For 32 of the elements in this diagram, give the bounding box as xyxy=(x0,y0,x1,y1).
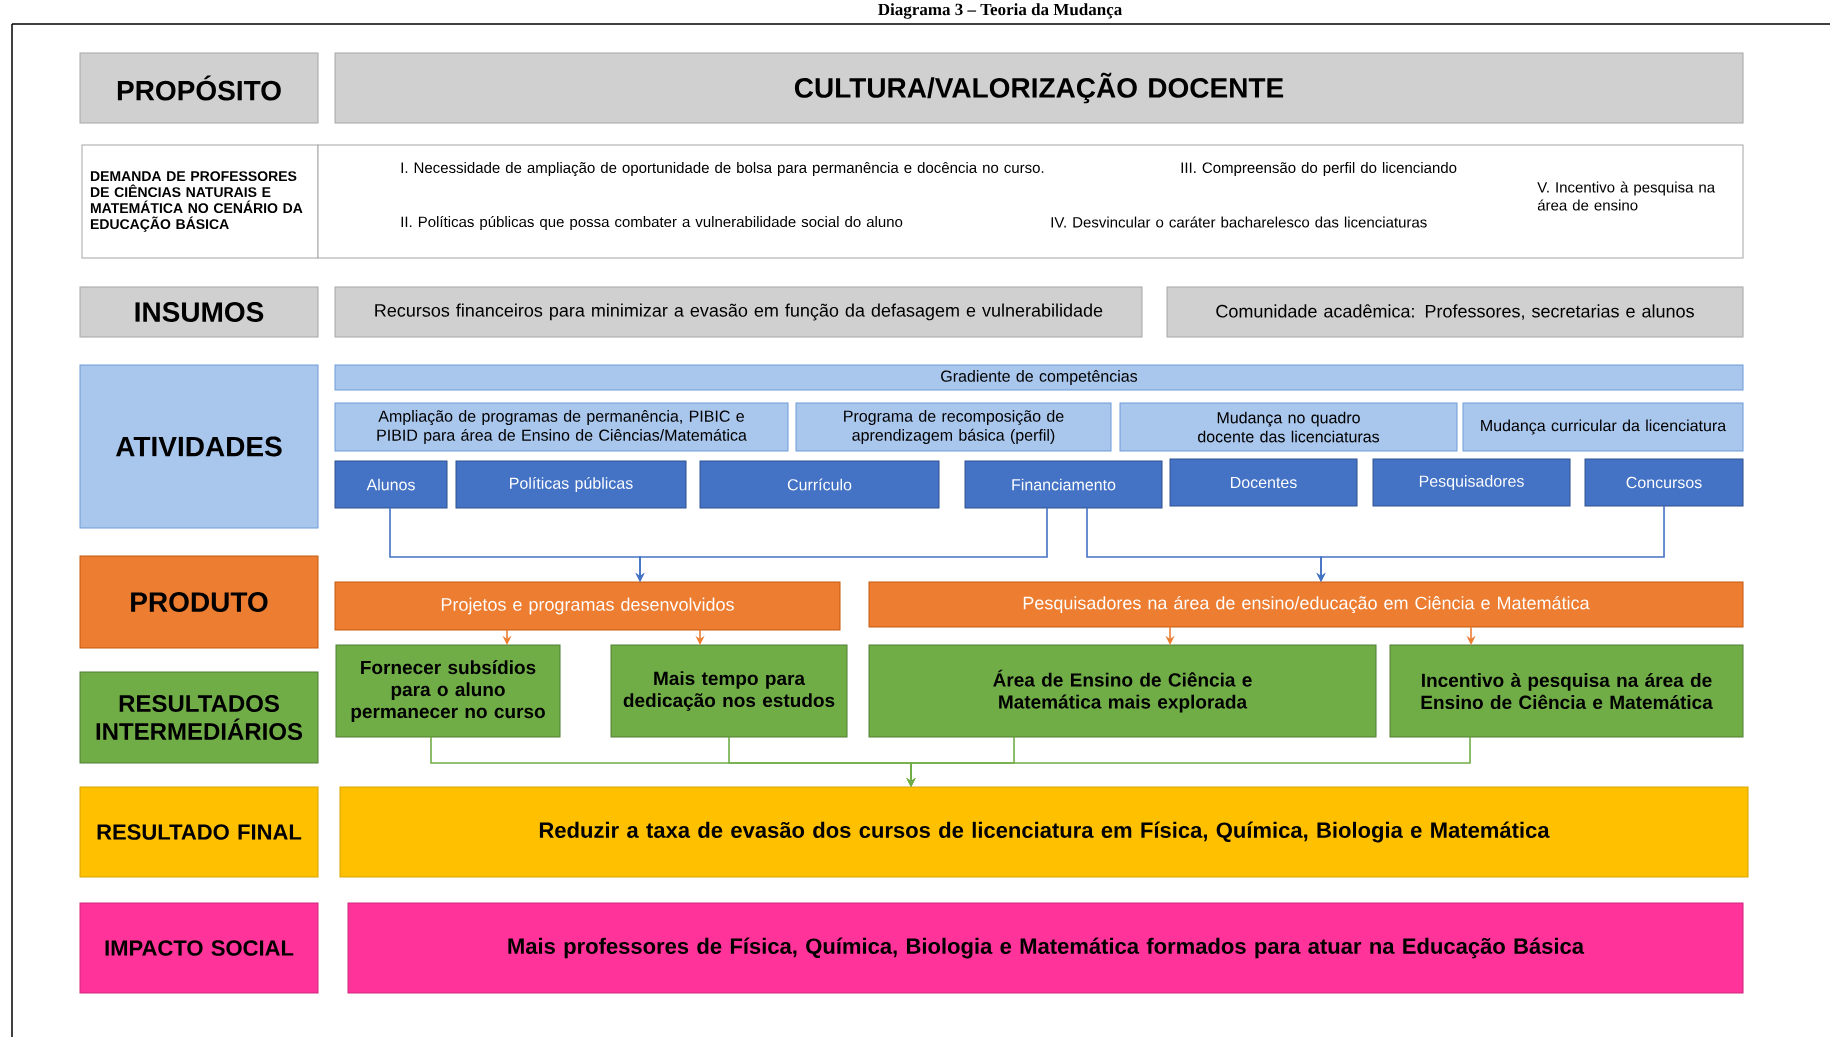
process-box: Políticas públicas xyxy=(455,460,687,509)
process-box: Concursos xyxy=(1584,458,1744,507)
process-box: Comunidade acadêmica: Professores, secretarias e alunos xyxy=(1166,286,1744,338)
process-box: Projetos e programas desenvolvidos xyxy=(334,581,841,631)
process-box: Pesquisadores na área de ensino/educação em Ciência e Matemática xyxy=(868,581,1744,628)
process-box: RESULTADO FINAL xyxy=(79,786,319,878)
process-box: PRODUTO xyxy=(79,555,319,649)
text-box: DEMANDA DE PROFESSORES DE CIÊNCIAS NATURAIS E MATEMÁTICA NO CENÁRIO DA EDUCAÇÃO BÁSICA xyxy=(81,144,319,259)
process-box: Docentes xyxy=(1169,458,1358,507)
heading-banner: CULTURA/VALORIZAÇÃO DOCENTE xyxy=(334,52,1744,124)
process-box: Área de Ensino de Ciência e Matemática mais explorada xyxy=(868,644,1377,738)
process-box: Mais tempo para dedicação nos estudos xyxy=(610,644,848,738)
process-box: Financiamento xyxy=(964,460,1163,509)
process-box: PROPÓSITO xyxy=(79,52,319,124)
process-box: Ampliação de programas de permanência, PIBIC e PIBID para área de Ensino de Ciências/Matemática xyxy=(334,402,789,452)
process-box: RESULTADOS INTERMEDIÁRIOS xyxy=(79,671,319,764)
process-box: INSUMOS xyxy=(79,286,319,338)
process-box: Recursos financeiros para minimizar a evasão em função da defasagem e vulnerabilidade xyxy=(334,286,1143,338)
process-box: Programa de recomposição de aprendizagem básica (perfil) xyxy=(795,402,1112,452)
process-box: Pesquisadores xyxy=(1372,458,1571,507)
process-box: ATIVIDADES xyxy=(79,364,319,529)
process-box: Alunos xyxy=(334,460,448,509)
process-box: Mudança curricular da licenciatura xyxy=(1462,402,1744,452)
process-box: Mudança no quadro docente das licenciaturas xyxy=(1119,402,1458,452)
process-box: Fornecer subsídios para o aluno permanecer no curso xyxy=(335,644,561,738)
process-box: Gradiente de competências xyxy=(334,364,1744,391)
process-box: Reduzir a taxa de evasão dos cursos de licenciatura em Física, Química, Biologia e Matemática xyxy=(339,786,1749,878)
process-box: Mais professores de Física, Química, Biologia e Matemática formados para atuar na Educação Básica xyxy=(347,902,1744,994)
process-box: Incentivo à pesquisa na área de Ensino de Ciência e Matemática xyxy=(1389,644,1744,738)
diagram-title: Diagrama 3 – Teoria da Mudança xyxy=(878,3,1122,19)
process-box: IMPACTO SOCIAL xyxy=(79,902,319,994)
process-box: Currículo xyxy=(699,460,940,509)
